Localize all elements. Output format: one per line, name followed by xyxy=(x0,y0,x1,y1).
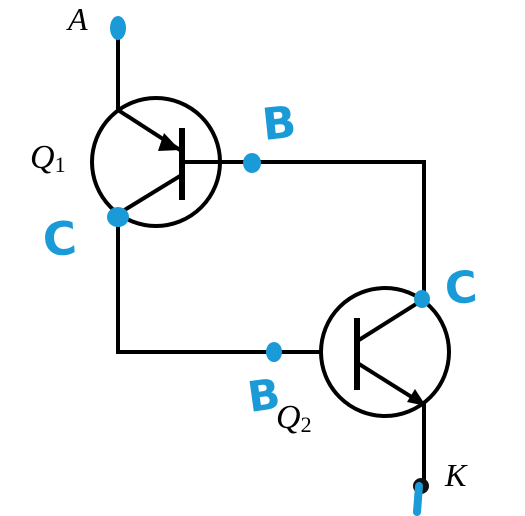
dot-q1-base xyxy=(243,153,261,173)
q2-collector-lead xyxy=(356,296,427,343)
q1-label-letter: Q xyxy=(30,139,55,176)
q2-label-letter: Q xyxy=(276,399,301,436)
q2-emitter-arrow xyxy=(407,389,426,406)
transistor-q2 xyxy=(319,286,451,418)
q2-label-subscript: 2 xyxy=(301,412,312,437)
annotation-q2-base: B xyxy=(245,369,284,422)
q1-label-subscript: 1 xyxy=(55,152,66,177)
q1-collector-lead xyxy=(115,173,183,217)
wires xyxy=(116,28,426,488)
annotation-q2-collector: C xyxy=(443,262,479,315)
annotation-q1-base: B xyxy=(260,97,299,151)
dot-q2-collector xyxy=(414,290,430,308)
q2-emitter-lead xyxy=(356,361,421,404)
dot-q2-base xyxy=(266,342,282,362)
dot-q1-collector xyxy=(107,207,129,227)
terminal-label-k: K xyxy=(444,457,468,493)
dot-terminal-a xyxy=(110,16,126,40)
q2-label: Q2 xyxy=(276,399,312,437)
annotation-dots xyxy=(107,16,430,516)
annotation-q1-collector: C xyxy=(41,211,78,267)
q1-emitter-arrow xyxy=(158,133,180,151)
dot-terminal-k-mark xyxy=(413,482,423,516)
q2-body-circle xyxy=(319,286,451,418)
q1-label: Q1 xyxy=(30,139,66,177)
terminal-label-a: A xyxy=(66,1,88,37)
